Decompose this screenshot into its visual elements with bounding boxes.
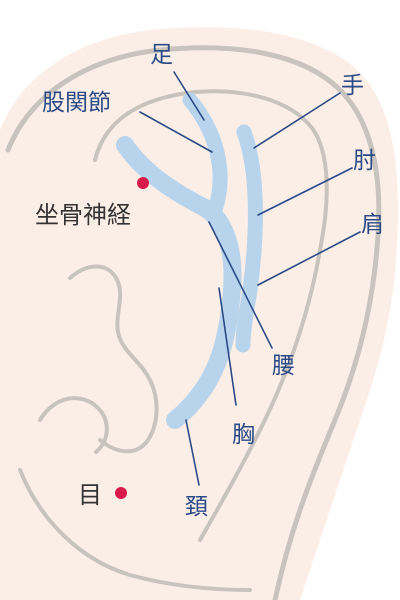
leader-foot — [173, 71, 205, 121]
label-hand: 手 — [341, 73, 364, 99]
leader-elbow — [257, 167, 353, 216]
leader-hand — [253, 92, 341, 149]
leader-shoulder — [257, 231, 361, 286]
point-eye — [115, 487, 127, 499]
zone-outer-band — [235, 124, 263, 353]
label-eye: 目 — [78, 481, 102, 509]
label-hip-joint: 股関節 — [42, 90, 111, 116]
label-shoulder: 肩 — [361, 212, 384, 238]
label-foot: 足 — [150, 42, 173, 68]
label-neck: 頚 — [185, 494, 208, 520]
ear-outer-shape — [0, 27, 398, 600]
zone-main-y-band — [116, 136, 242, 429]
ear-lobe-outline — [18, 468, 252, 592]
leader-chest — [218, 287, 237, 406]
leader-neck — [185, 419, 200, 486]
label-chest: 胸 — [232, 422, 255, 448]
leader-hip-joint — [139, 111, 213, 153]
leader-lines — [139, 71, 361, 486]
point-sciatic-nerve — [137, 177, 149, 189]
leader-waist — [208, 221, 273, 349]
label-elbow: 肘 — [353, 148, 376, 174]
label-sciatic-nerve: 坐骨神経 — [35, 201, 131, 229]
ear-antihelix-outline — [93, 89, 329, 542]
ear-concha-outline — [68, 264, 159, 454]
ear-helix-outline — [5, 45, 382, 600]
ear-tragus-outline — [38, 396, 109, 454]
label-waist: 腰 — [272, 353, 295, 379]
